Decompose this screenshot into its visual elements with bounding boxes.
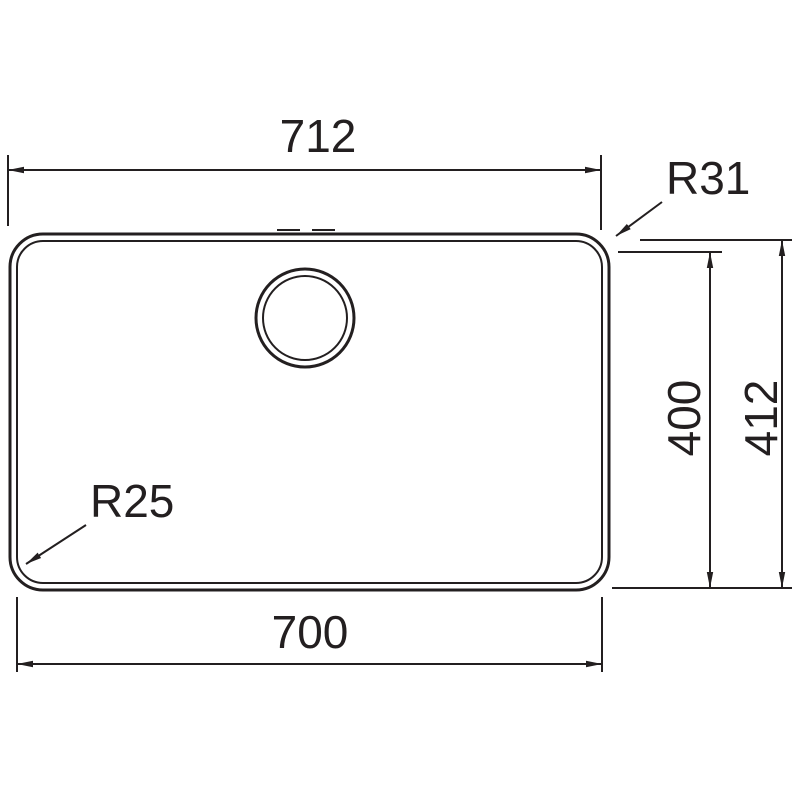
dimension-inner-height: 400 [618, 251, 722, 588]
dimension-label-top-width: 712 [280, 110, 357, 162]
dimension-top-width: 712 [7, 110, 602, 230]
dimension-bottom-width: 700 [16, 597, 603, 672]
dimension-label-inner-height: 400 [658, 380, 710, 457]
dimension-label-bottom-width: 700 [272, 606, 349, 658]
drain-hole-inner [262, 275, 348, 361]
drain-hole-outer [254, 267, 356, 369]
sink-outline [8, 229, 611, 592]
dimension-label-outer-height: 412 [735, 380, 787, 457]
leader-line-radius-bottom-left [25, 524, 87, 565]
radius-label-bottom-left: R25 [90, 475, 174, 527]
callout-radius-top-right: R31 [615, 152, 750, 237]
leader-line-radius-top-right [615, 201, 663, 237]
sink-inner-edge [16, 240, 603, 584]
sink-outer-edge [8, 232, 611, 592]
dimension-outer-height: 412 [612, 239, 792, 589]
radius-label-top-right: R31 [666, 152, 750, 204]
callout-radius-bottom-left: R25 [25, 475, 174, 565]
